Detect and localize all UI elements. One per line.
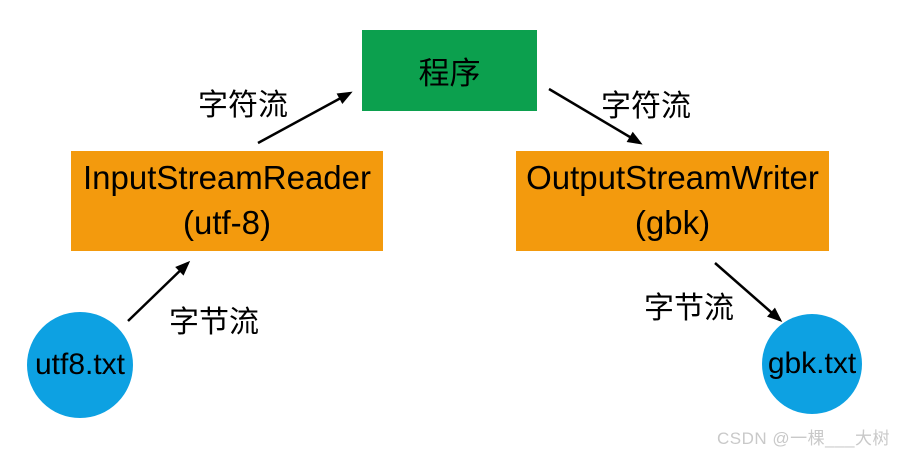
program-box: 程序: [362, 30, 537, 111]
utf8-file-label: utf8.txt: [34, 348, 126, 381]
gbk-file-node: gbk.txt: [762, 314, 862, 414]
byte-stream-label-right: 字节流: [644, 292, 734, 325]
char-stream-label-left: 字符流: [198, 89, 288, 122]
output-stream-writer-charset: (gbk): [634, 204, 711, 241]
csdn-watermark: CSDN @一棵___大树: [716, 429, 890, 448]
input-stream-reader-box: InputStreamReader (utf-8): [71, 151, 383, 251]
output-stream-writer-box: OutputStreamWriter (gbk): [516, 151, 829, 251]
byte-stream-label-left: 字节流: [169, 306, 259, 339]
gbk-file-label: gbk.txt: [767, 347, 857, 380]
input-stream-reader-charset: (utf-8): [182, 204, 271, 241]
output-stream-writer-label: OutputStreamWriter: [526, 159, 819, 197]
char-stream-label-right: 字符流: [601, 90, 691, 123]
program-box-label: 程序: [418, 56, 481, 91]
input-stream-reader-label: InputStreamReader: [83, 159, 371, 197]
utf8-file-node: utf8.txt: [27, 312, 133, 418]
